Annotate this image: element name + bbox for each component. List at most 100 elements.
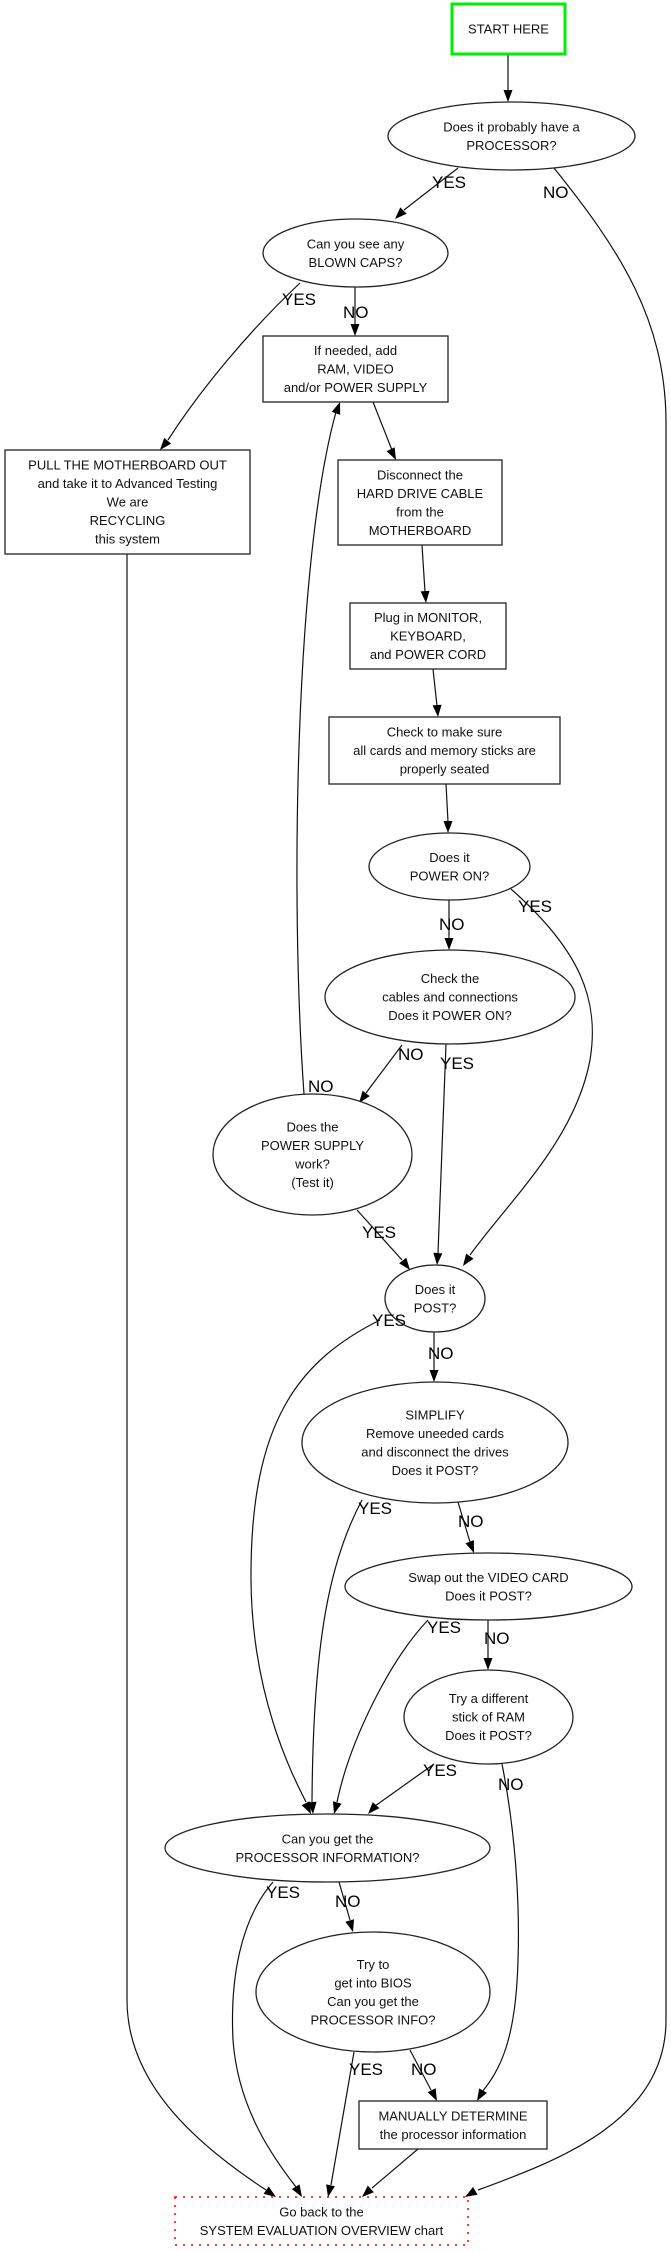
edge-cpuinfo-to-bios [338, 1881, 355, 1932]
node-text-line: Does it POWER ON? [388, 1008, 512, 1023]
start-box [450, 2, 567, 56]
edge-power-to-cables [444, 900, 454, 950]
edge-line [356, 1209, 403, 1261]
node-text-line: SIMPLIFY [405, 1407, 465, 1422]
edge-processor-to-goback [465, 167, 667, 2197]
edge-label-yes: YES [349, 2060, 383, 2079]
edge-label-yes: YES [518, 897, 552, 916]
arrowhead-icon [483, 1658, 493, 1670]
edge-line [445, 783, 449, 823]
node-text-line: Does it probably have a [443, 119, 580, 134]
arrowhead-icon [332, 1801, 342, 1814]
edge-label-no: NO [343, 303, 369, 322]
arrowhead-icon [307, 1801, 317, 1814]
arrowhead-icon [465, 1540, 474, 1553]
decision-ellipse [324, 949, 576, 1045]
edge-psu-to-post [356, 1209, 410, 1270]
edge-video-to-ram [483, 1620, 493, 1670]
node-manual: MANUALLY DETERMINE the processor informat… [358, 2100, 548, 2150]
node-text-line: PROCESSOR INFORMATION? [236, 1850, 420, 1865]
edge-line [126, 554, 267, 2191]
edge-bios-to-goback [326, 2051, 355, 2197]
node-text-line: SYSTEM EVALUATION OVERVIEW chart [200, 2223, 444, 2238]
edge-line [477, 167, 667, 2191]
node-text-line: Can you get the [327, 1994, 419, 2009]
node-text-line: If needed, add [314, 343, 397, 358]
edge-processor-to-caps [395, 167, 459, 219]
end-box [174, 2196, 469, 2246]
node-text-line: Can you see any [307, 236, 405, 251]
node-text-line: the processor information [380, 2127, 527, 2142]
arrowhead-icon [429, 1370, 439, 1382]
node-plug: Plug in MONITOR,KEYBOARD,and POWER CORD [349, 602, 507, 670]
edge-line [371, 2148, 419, 2189]
node-text-line: Does it POST? [445, 1588, 532, 1603]
edge-label-no: NO [428, 1344, 454, 1363]
decision-ellipse [301, 1381, 569, 1504]
node-text-line: get into BIOS [334, 1975, 412, 1990]
edge-line [250, 1319, 381, 1803]
arrowhead-icon [420, 590, 430, 603]
edge-simplify-to-video [457, 1501, 474, 1553]
decision-ellipse [403, 1669, 574, 1765]
node-text-line: POST? [414, 1300, 457, 1315]
decision-ellipse [384, 1264, 486, 1333]
edge-cpuinfo-to-goback [231, 1881, 302, 2197]
arrowhead-icon [263, 2186, 276, 2197]
arrowhead-icon [465, 2186, 478, 2197]
edge-label-yes: YES [423, 1761, 457, 1780]
node-text-line: Plug in MONITOR, [374, 610, 482, 625]
edge-line [336, 1619, 429, 1803]
edge-label-yes: YES [282, 290, 316, 309]
edge-ram-to-cpuinfo [368, 1763, 435, 1814]
process-box [262, 335, 449, 403]
arrowhead-icon [386, 447, 396, 460]
node-text-line: PROCESSOR? [466, 138, 556, 153]
edge-line [365, 1044, 403, 1094]
edge-label-no: NO [335, 1892, 361, 1911]
decision-ellipse [368, 832, 531, 901]
node-text-line: Swap out the VIDEO CARD [408, 1570, 568, 1585]
edge-simplify-to-cpuinfo [307, 1499, 363, 1814]
arrowhead-icon [362, 2185, 374, 2197]
edge-power-to-post [463, 888, 593, 1266]
edge-line [338, 1881, 351, 1921]
edge-disconnect-to-plug [420, 544, 430, 603]
edge-line [330, 2051, 355, 2186]
node-text-line: Go back to the [279, 2204, 364, 2219]
node-text-line: all cards and memory sticks are [353, 743, 536, 758]
node-text-line: and/or POWER SUPPLY [284, 380, 428, 395]
edge-label-no: NO [411, 2060, 437, 2079]
decision-ellipse [344, 1552, 633, 1621]
edge-line [231, 1881, 297, 2188]
arrowhead-icon [503, 90, 513, 102]
edge-plug-to-seated [432, 668, 442, 717]
node-text-line: and take it to Advanced Testing [38, 476, 218, 491]
edge-seated-to-power [443, 783, 453, 833]
node-text-line: properly seated [400, 762, 490, 777]
arrowhead-icon [427, 2088, 437, 2101]
arrowhead-icon [345, 1919, 355, 1932]
node-start: START HERE [450, 2, 567, 56]
decision-ellipse [387, 101, 636, 171]
edge-start-to-processor [503, 54, 513, 102]
node-text-line: Can you get the [282, 1831, 374, 1846]
edge-line [311, 1499, 363, 1803]
arrowhead-icon [463, 1253, 474, 1266]
edge-video-to-cpuinfo [332, 1619, 429, 1814]
node-text-line: Does it [429, 850, 470, 865]
node-text-line: MANUALLY DETERMINE [378, 2108, 527, 2123]
arrowhead-icon [326, 2184, 335, 2197]
decision-ellipse [262, 218, 449, 288]
edge-line [437, 1043, 447, 1254]
node-text-line: Try a different [449, 1691, 529, 1706]
node-text-line: and disconnect the drives [361, 1444, 509, 1459]
